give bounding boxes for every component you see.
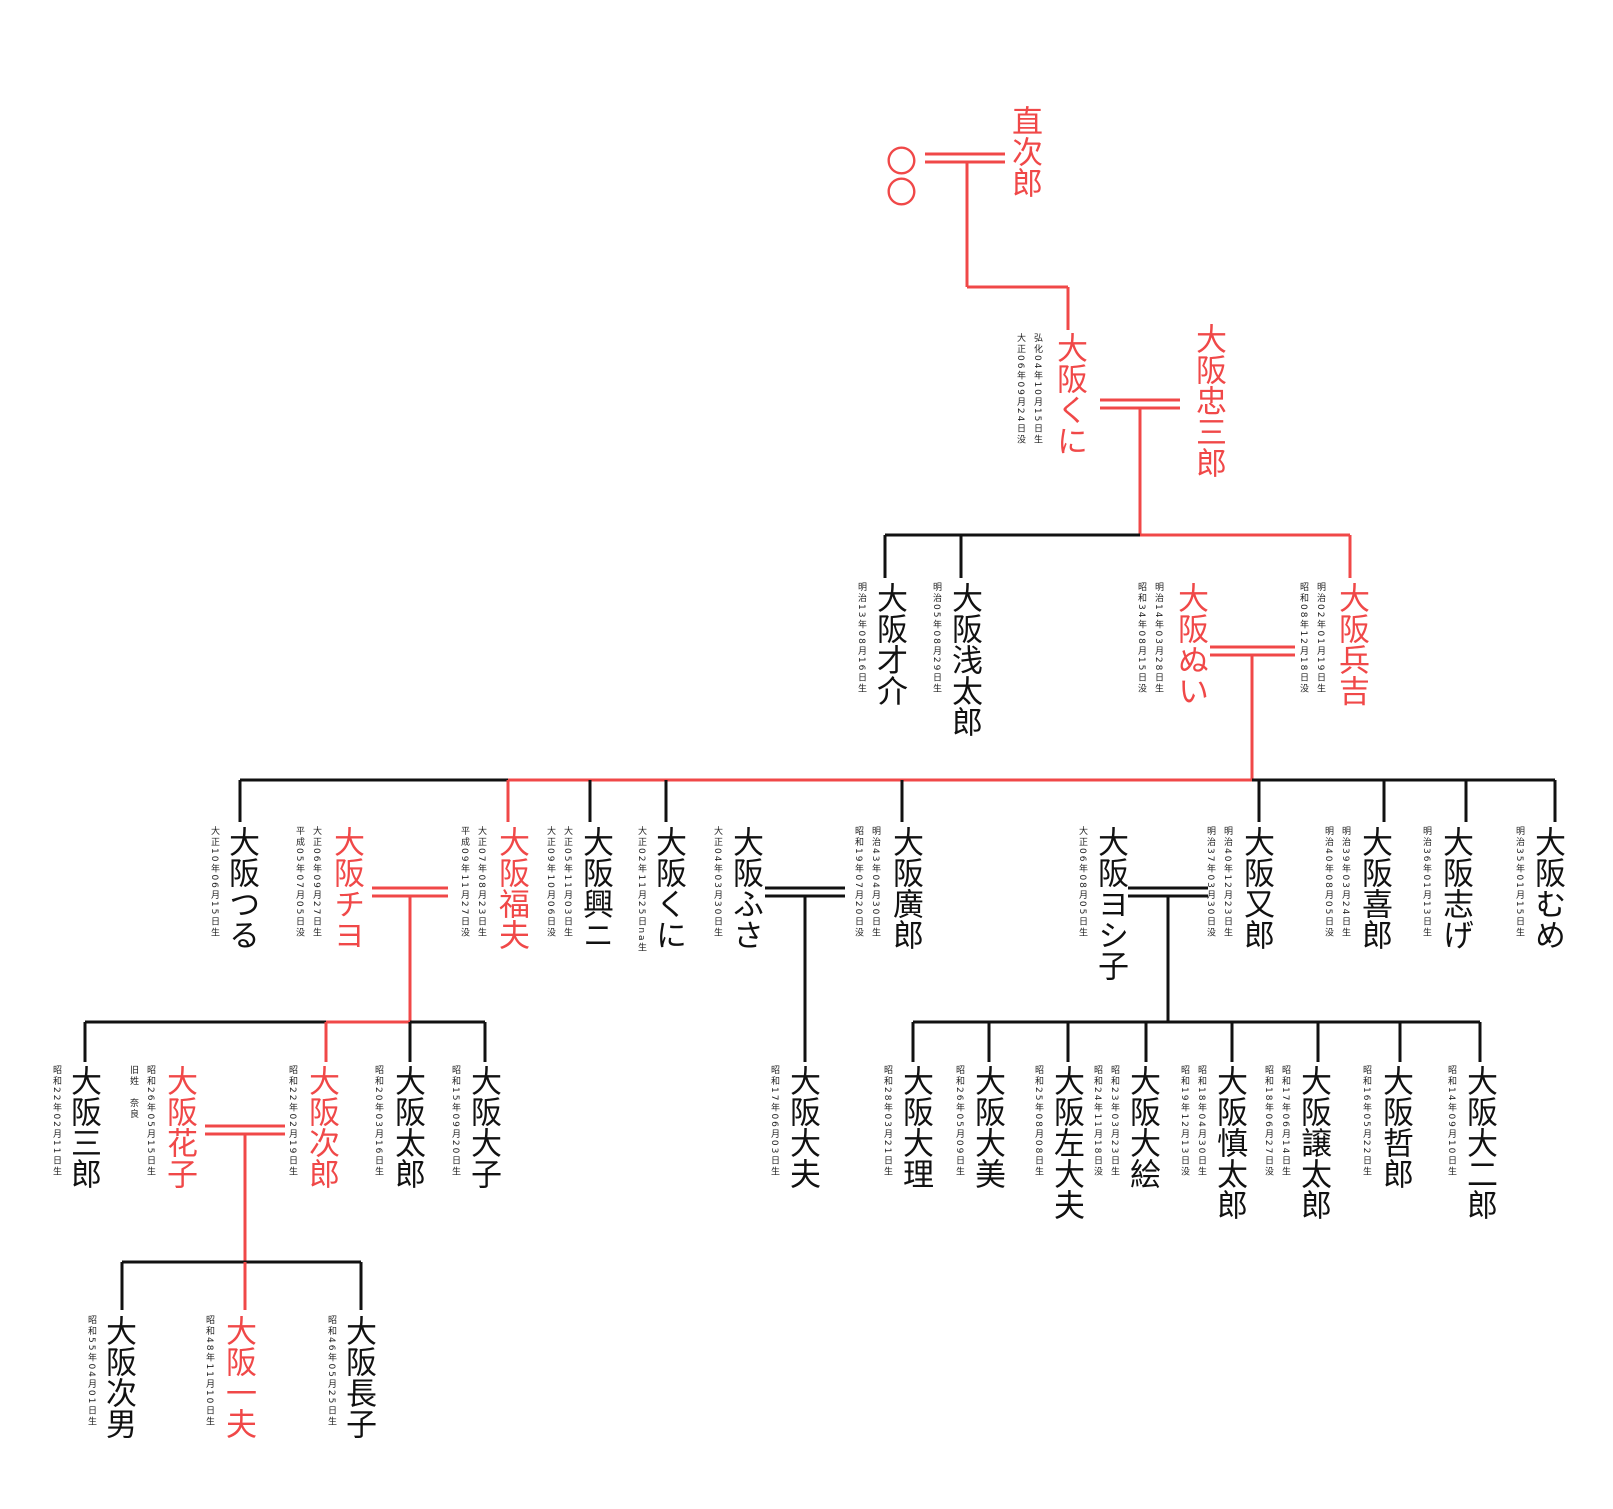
person-date-daibu-1: 昭和17年06月03日生 bbox=[769, 1065, 779, 1178]
person-name-kazuo: 大阪一夫 bbox=[220, 1315, 256, 1439]
person-name-chiyo: 大阪チヨ bbox=[328, 826, 364, 950]
person-name-hanako: 大阪花子 bbox=[161, 1065, 197, 1189]
person-date-kuni2-1: 大正02年11月25日na生 bbox=[636, 826, 646, 954]
person-name-daibu: 大阪大夫 bbox=[784, 1065, 820, 1189]
person-name-dairi: 大阪大理 bbox=[897, 1065, 933, 1189]
person-name-mume: 大阪むめ bbox=[1529, 826, 1565, 950]
person-date-shintaro-2: 昭和19年12月13日没 bbox=[1179, 1065, 1189, 1178]
person-name-koji: 大阪興ニ bbox=[577, 826, 613, 950]
person-date-asataro-1: 明治05年08月29日生 bbox=[931, 582, 941, 695]
person-name-daie: 大阪大絵 bbox=[1124, 1065, 1160, 1189]
person-date-dairi-1: 昭和28年03月21日生 bbox=[882, 1065, 892, 1178]
person-name-naojiro: 直次郎 bbox=[1006, 105, 1042, 198]
person-date-shige-1: 明治36年01月13日生 bbox=[1421, 826, 1431, 939]
person-name-jotaro: 大阪譲太郎 bbox=[1295, 1065, 1331, 1220]
person-name-hiroro: 大阪廣郎 bbox=[887, 826, 923, 950]
person-name-taro: 大阪太郎 bbox=[389, 1065, 425, 1189]
person-date-daie-1: 昭和23年03月23日生 bbox=[1109, 1065, 1119, 1178]
person-name-daijiro: 大阪大二郎 bbox=[1461, 1065, 1497, 1220]
person-name-asataro: 大阪浅太郎 bbox=[946, 582, 982, 737]
person-date-hiroro-1: 明治43年04月30日生 bbox=[870, 826, 880, 939]
person-date-mataro-2: 明治37年03月30日没 bbox=[1205, 826, 1215, 939]
person-date-tetsuro-1: 昭和16年05月22日生 bbox=[1361, 1065, 1371, 1178]
person-date-daijiro-1: 昭和14年09月10日生 bbox=[1446, 1065, 1456, 1178]
person-date-koji-1: 大正05年11月03日生 bbox=[562, 826, 572, 939]
person-date-jio-1: 昭和55年04月01日生 bbox=[86, 1315, 96, 1428]
person-name-kuni1: 大阪くに bbox=[1051, 332, 1087, 456]
person-date-kiro-2: 明治40年08月05日没 bbox=[1323, 826, 1333, 939]
person-name-tsuru: 大阪つる bbox=[223, 826, 259, 950]
person-name-sadaibu: 大阪左大夫 bbox=[1048, 1065, 1084, 1220]
person-name-kiro: 大阪喜郎 bbox=[1356, 826, 1392, 950]
person-date-taiko-1: 昭和15年09月20日生 bbox=[450, 1065, 460, 1178]
person-name-hyokichi: 大阪兵吉 bbox=[1333, 582, 1369, 706]
person-date-jiro-1: 昭和22年02月19日生 bbox=[287, 1065, 297, 1178]
person-name-daimi: 大阪大美 bbox=[969, 1065, 1005, 1189]
person-date-tsuru-1: 大正10年06月15日生 bbox=[209, 826, 219, 939]
person-name-taiko: 大阪大子 bbox=[465, 1065, 501, 1189]
person-date-hiroro-2: 昭和19年07月20日没 bbox=[853, 826, 863, 939]
person-date-kiro-1: 明治39年03月24日生 bbox=[1340, 826, 1350, 939]
person-date-hyokichi-2: 昭和08年12月18日没 bbox=[1298, 582, 1308, 695]
person-date-sadaibu-1: 昭和25年08月08日生 bbox=[1033, 1065, 1043, 1178]
person-name-jio: 大阪次男 bbox=[100, 1315, 136, 1439]
person-date-hyokichi-1: 明治02年01月19日生 bbox=[1315, 582, 1325, 695]
person-name-choko: 大阪長子 bbox=[340, 1315, 376, 1439]
person-name-fusa: 大阪ふさ bbox=[727, 826, 763, 950]
person-date-kuni1-2: 大正06年09月24日没 bbox=[1015, 333, 1025, 446]
person-date-nui-1: 明治14年03月28日生 bbox=[1153, 582, 1163, 695]
person-name-yoshiko: 大阪ヨシ子 bbox=[1092, 826, 1128, 981]
person-date-jotaro-1: 昭和17年06月14日生 bbox=[1280, 1065, 1290, 1178]
person-name-saisuke: 大阪才介 bbox=[871, 582, 907, 706]
person-date-chiyo-1: 大正06年09月27日生 bbox=[311, 826, 321, 939]
person-date-koji-2: 大正09年10月06日没 bbox=[545, 826, 555, 939]
person-name-jiro: 大阪次郎 bbox=[303, 1065, 339, 1189]
person-name-chusaburo: 大阪忠三郎 bbox=[1190, 323, 1226, 478]
person-name-mataro: 大阪又郎 bbox=[1238, 826, 1274, 950]
person-date-hanako-2: 旧姓 奈良 bbox=[128, 1065, 138, 1120]
person-date-daie-2: 昭和24年11月18日没 bbox=[1092, 1065, 1102, 1178]
person-name-shige: 大阪志げ bbox=[1437, 826, 1473, 950]
person-date-yoshiko-1: 大正06年08月05日生 bbox=[1077, 826, 1087, 939]
person-name-kuni2: 大阪くに bbox=[650, 826, 686, 950]
person-date-fukuo-2: 平成09年11月27日没 bbox=[459, 826, 469, 939]
person-date-hanako-1: 昭和26年05月15日生 bbox=[145, 1065, 155, 1178]
person-date-shintaro-1: 昭和18年04月30日生 bbox=[1196, 1065, 1206, 1178]
person-date-mataro-1: 明治40年12月23日生 bbox=[1222, 826, 1232, 939]
person-date-fusa-1: 大正04年03月30日生 bbox=[712, 826, 722, 939]
person-date-kazuo-1: 昭和48年11月10日生 bbox=[204, 1315, 214, 1428]
person-name-shintaro: 大阪慎太郎 bbox=[1211, 1065, 1247, 1220]
person-name-saburo: 大阪三郎 bbox=[65, 1065, 101, 1189]
person-name-fukuo: 大阪福夫 bbox=[493, 826, 529, 950]
person-name-nui: 大阪ぬい bbox=[1172, 582, 1208, 706]
person-date-daimi-1: 昭和26年05月09日生 bbox=[954, 1065, 964, 1178]
person-date-kuni1-1: 弘化04年10月15日生 bbox=[1032, 333, 1042, 446]
person-date-taro-1: 昭和20年03月16日生 bbox=[373, 1065, 383, 1178]
person-date-jotaro-2: 昭和18年06月27日没 bbox=[1263, 1065, 1273, 1178]
person-date-chiyo-2: 平成05年07月05日没 bbox=[294, 826, 304, 939]
person-date-nui-2: 昭和34年08月15日没 bbox=[1136, 582, 1146, 695]
person-date-mume-1: 明治35年01月15日生 bbox=[1514, 826, 1524, 939]
person-date-fukuo-1: 大正07年08月23日生 bbox=[476, 826, 486, 939]
person-date-saburo-1: 昭和22年02月11日生 bbox=[51, 1065, 61, 1178]
person-name-tetsuro: 大阪哲郎 bbox=[1377, 1065, 1413, 1189]
person-date-saisuke-1: 明治13年08月16日生 bbox=[856, 582, 866, 695]
person-date-choko-1: 昭和46年05月25日生 bbox=[326, 1315, 336, 1428]
person-name-maru: 〇〇 bbox=[880, 145, 916, 207]
